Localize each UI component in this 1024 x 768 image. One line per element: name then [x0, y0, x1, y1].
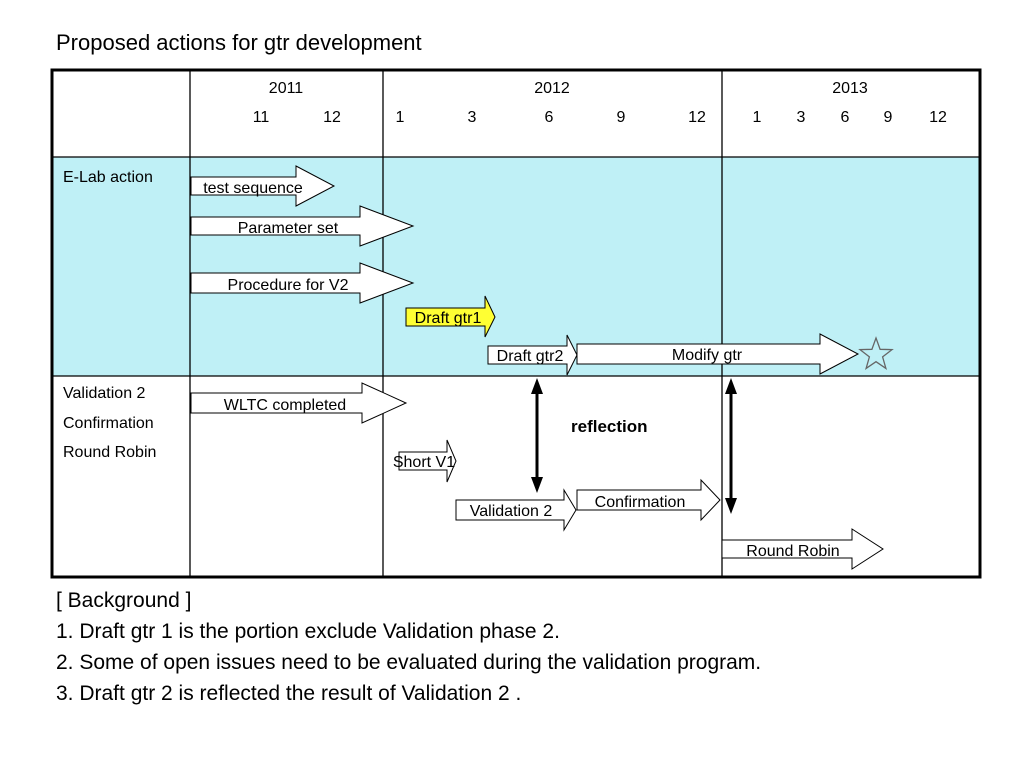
- arrow-procedure-v2: [190, 262, 415, 304]
- month-label: 11: [253, 109, 270, 126]
- arrow-test-sequence: [190, 165, 336, 207]
- month-label: 3: [468, 109, 477, 126]
- label-parameter-set: Parameter set: [238, 220, 339, 237]
- arrow-draft-gtr2: [487, 334, 578, 376]
- arrow-round-robin: [721, 528, 884, 570]
- month-label: 3: [797, 109, 806, 126]
- year-2011: 2011: [269, 80, 304, 97]
- row-label-round-robin: Round Robin: [63, 444, 156, 461]
- label-validation2: Validation 2: [470, 503, 553, 520]
- label-round-robin: Round Robin: [746, 543, 839, 560]
- arrow-wltc-completed: [190, 382, 408, 424]
- month-label: 1: [396, 109, 405, 126]
- month-label: 9: [617, 109, 626, 126]
- background-heading: [ Background ]: [56, 589, 192, 612]
- page-title: Proposed actions for gtr development: [56, 30, 422, 55]
- arrow-short-v1: [398, 439, 457, 483]
- year-2012: 2012: [534, 80, 570, 97]
- month-label: 12: [688, 109, 706, 126]
- label-modify-gtr: Modify gtr: [672, 347, 743, 364]
- table-frame: [50, 68, 982, 579]
- reflection-arrow-left: [531, 378, 543, 493]
- month-label: 1: [753, 109, 762, 126]
- arrow-parameter-set: [190, 205, 415, 247]
- label-confirmation: Confirmation: [595, 494, 686, 511]
- arrow-validation2: [455, 488, 577, 532]
- month-label: 12: [323, 109, 341, 126]
- arrow-confirmation: [576, 478, 721, 522]
- year-2013: 2013: [832, 80, 868, 97]
- row-label-validation: Validation 2: [63, 385, 146, 402]
- reflection-arrow-right: [725, 378, 737, 514]
- label-test-sequence: test sequence: [203, 180, 303, 197]
- background-notes: [ Background ] 1. Draft gtr 1 is the por…: [56, 585, 761, 709]
- label-draft-gtr2: Draft gtr2: [497, 348, 564, 365]
- row-label-elab: E-Lab action: [63, 169, 153, 186]
- month-label: 12: [929, 109, 947, 126]
- background-note: 1. Draft gtr 1 is the portion exclude Va…: [56, 620, 560, 643]
- arrow-modify-gtr: [576, 333, 860, 375]
- month-label: 6: [545, 109, 554, 126]
- star-icon: [858, 336, 894, 370]
- reflection-label: reflection: [571, 417, 648, 436]
- background-note: 2. Some of open issues need to be evalua…: [56, 651, 762, 674]
- row-label-confirmation: Confirmation: [63, 415, 154, 432]
- arrow-draft-gtr1: [405, 295, 496, 338]
- month-label: 9: [884, 109, 893, 126]
- label-wltc-completed: WLTC completed: [224, 397, 346, 414]
- month-label: 6: [841, 109, 850, 126]
- label-procedure-v2: Procedure for V2: [228, 277, 349, 294]
- label-short-v1: Short V1: [393, 454, 455, 471]
- label-draft-gtr1: Draft gtr1: [415, 310, 482, 327]
- background-note: 3. Draft gtr 2 is reflected the result o…: [56, 682, 522, 705]
